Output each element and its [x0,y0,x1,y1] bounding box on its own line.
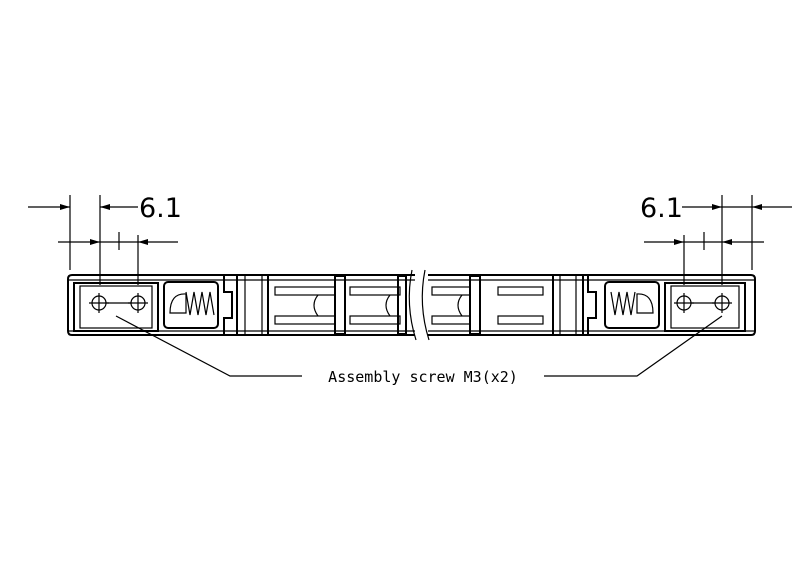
callout-label: Assembly screw M3(x2) [328,368,518,386]
left-end-cap [67,274,415,336]
left-dimension: 6.1 [28,193,182,285]
right-dimension-value: 6.1 [640,193,683,224]
right-end-cap [428,274,756,336]
spring-plunger-right [636,293,654,314]
chain-links-left [274,269,417,341]
left-dimension-value: 6.1 [139,193,182,224]
spring-icon [185,291,215,316]
spring-plunger-left [169,293,187,314]
spring-window-right [604,281,660,329]
spring-window-left [163,281,219,329]
screw-callout: Assembly screw M3(x2) [115,315,723,386]
spring-icon [610,291,636,316]
right-dimension: 6.1 [640,193,792,285]
mounting-hole-right-2 [712,293,732,313]
